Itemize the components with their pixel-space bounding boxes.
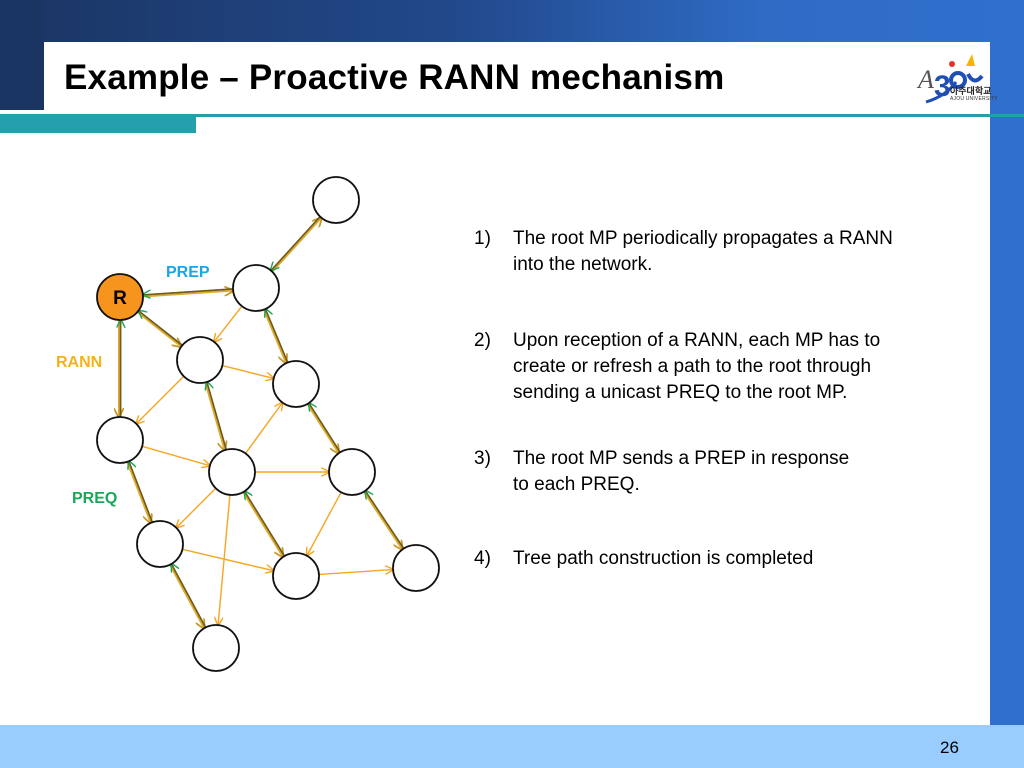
svg-text:A: A <box>916 65 934 94</box>
step-number: 4) <box>474 548 491 569</box>
mesh-node <box>136 520 184 568</box>
logo-english-text: AJOU UNIVERSITY <box>950 96 998 102</box>
step-number: 1) <box>474 228 491 249</box>
prep-label: PREP <box>166 264 210 281</box>
rann-link <box>182 548 273 570</box>
title-accent-block <box>0 117 196 133</box>
mesh-node <box>392 544 440 592</box>
mesh-node <box>328 448 376 496</box>
rann-link <box>222 364 273 379</box>
rann-tree-link <box>363 491 402 550</box>
preq-link <box>143 288 234 295</box>
mesh-node <box>272 360 320 408</box>
rann-tree-link <box>306 403 338 453</box>
preq-label: PREQ <box>72 490 118 507</box>
rann-link <box>214 305 243 342</box>
rann-tree-link <box>204 382 224 450</box>
mesh-node <box>312 176 360 224</box>
mesh-node <box>176 336 224 384</box>
preq-link <box>271 216 321 270</box>
preq-link <box>172 564 207 628</box>
preq-link <box>266 309 289 363</box>
mesh-node <box>96 416 144 464</box>
root-node-label: R <box>113 288 127 309</box>
mesh-node <box>232 264 280 312</box>
preq-link <box>309 403 341 453</box>
mesh-node <box>208 448 256 496</box>
rann-link <box>318 570 393 576</box>
rann-link <box>244 403 283 454</box>
footer-band <box>0 725 1024 768</box>
title-underline <box>0 114 1024 117</box>
rann-link <box>176 487 217 527</box>
ajou-logo-icon: A 3 <box>916 54 984 104</box>
rann-label: RANN <box>56 354 103 371</box>
rann-tree-link <box>142 291 233 298</box>
step-number: 3) <box>474 448 491 469</box>
header-band <box>0 0 1024 42</box>
preq-link <box>245 491 286 557</box>
step-text: The root MP sends a PREP in response to … <box>513 448 850 495</box>
rann-tree-link <box>136 311 181 347</box>
mesh-node <box>192 624 240 672</box>
slide-title: Example – Proactive RANN mechanism <box>64 58 725 97</box>
rann-tree-link <box>271 218 321 273</box>
step-text: Tree path construction is completed <box>513 548 814 569</box>
title-area <box>44 42 990 114</box>
svg-text:3: 3 <box>934 70 951 103</box>
rann-tree-link <box>263 309 286 364</box>
step-text: Upon reception of a RANN, each MP has to… <box>513 330 881 403</box>
rann-network-diagram: R <box>96 176 440 672</box>
preq-link <box>207 382 228 450</box>
right-side-bar <box>990 0 1024 748</box>
logo-korean-text: 아주대학교 <box>950 86 992 96</box>
rann-link <box>136 375 185 423</box>
preq-link <box>139 311 183 346</box>
rann-link <box>218 494 231 625</box>
step-text: The root MP periodically propagates a RA… <box>513 228 893 275</box>
header-left-block <box>0 0 44 110</box>
mesh-node <box>272 552 320 600</box>
rann-tree-link <box>126 461 150 523</box>
preq-link <box>365 491 405 549</box>
rann-tree-link <box>169 564 204 628</box>
rann-link <box>141 445 210 465</box>
step-number: 2) <box>474 330 491 351</box>
preq-link <box>129 461 154 523</box>
rann-link <box>307 491 342 555</box>
page-number: 26 <box>940 738 959 757</box>
rann-tree-link <box>242 491 283 557</box>
root-node <box>96 273 144 321</box>
